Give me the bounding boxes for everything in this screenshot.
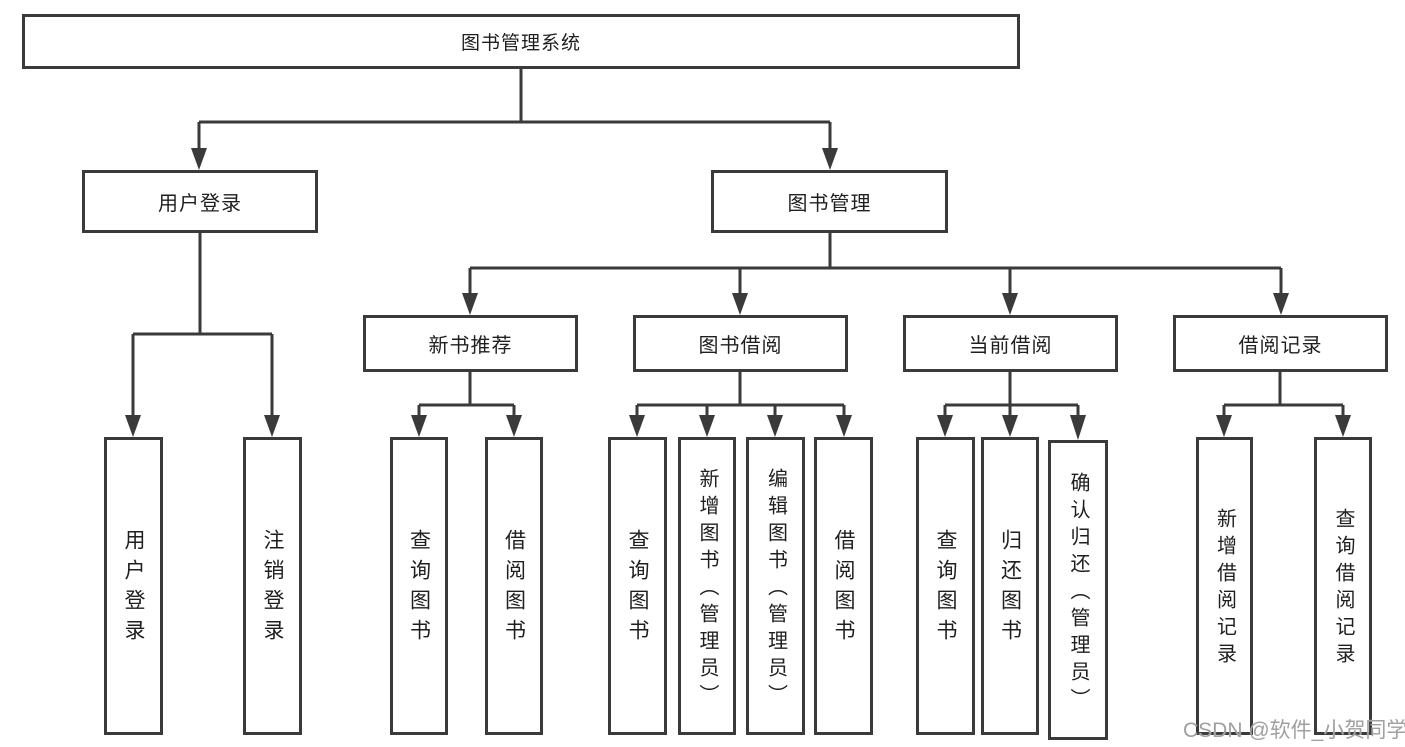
node-current-borrow: 当前借阅 [903, 315, 1118, 372]
leaf-query-borrow-record: 查询借阅记录 [1314, 437, 1372, 735]
node-book-borrow: 图书借阅 [633, 315, 848, 372]
leaf-query-book-1: 查询图书 [390, 437, 448, 735]
node-user-login: 用户登录 [82, 170, 318, 233]
leaf-query-book-2: 查询图书 [608, 437, 667, 735]
leaf-confirm-return-admin: 确认归还（管理员） [1048, 440, 1108, 740]
leaf-add-book-admin: 新增图书（管理员） [678, 437, 736, 735]
node-new-book-recommend: 新书推荐 [363, 315, 578, 372]
node-book-management: 图书管理 [711, 170, 948, 233]
leaf-logout: 注销登录 [243, 437, 302, 735]
csdn-watermark: CSDN @软件_小贺同学 [1183, 719, 1405, 742]
node-borrow-record: 借阅记录 [1173, 315, 1388, 372]
leaf-edit-book-admin: 编辑图书（管理员） [746, 437, 805, 735]
leaf-user-login: 用户登录 [104, 437, 163, 735]
leaf-borrow-book-1: 借阅图书 [485, 437, 543, 735]
node-library-management-system: 图书管理系统 [22, 14, 1020, 69]
leaf-query-book-3: 查询图书 [916, 437, 975, 735]
leaf-add-borrow-record: 新增借阅记录 [1196, 437, 1253, 735]
leaf-return-book: 归还图书 [981, 437, 1039, 735]
leaf-borrow-book-2: 借阅图书 [814, 437, 873, 735]
